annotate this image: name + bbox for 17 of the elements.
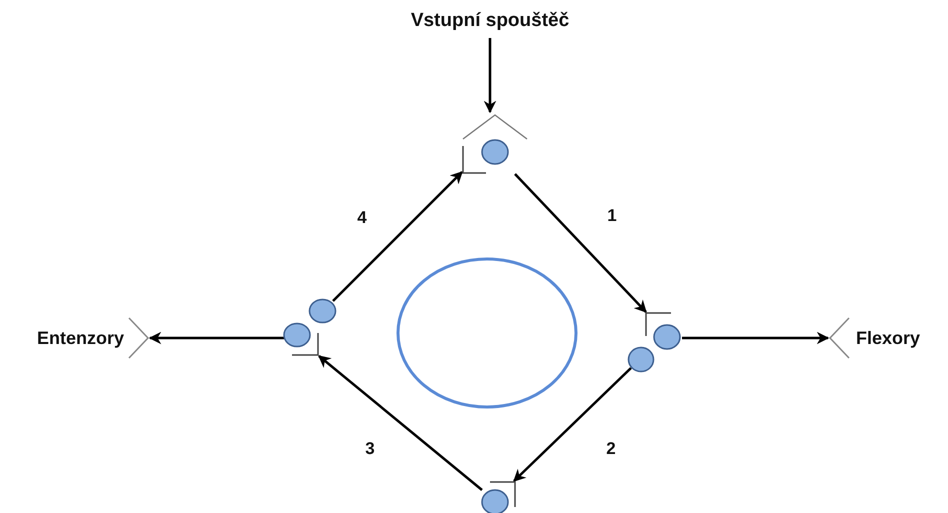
arrow [318,355,483,491]
neuron-symbol [482,481,516,513]
neuron-symbol [462,112,528,174]
node-label: Entenzory [36,328,124,348]
neuron-symbol [309,299,336,323]
arrow [484,38,496,114]
node-label: Vstupní spouštěč [410,10,570,32]
neuron-symbol [628,347,654,372]
arrow [332,171,463,302]
arrow [148,332,284,344]
node-label: Flexory [856,328,920,348]
arrow [513,367,632,482]
arrow [682,332,830,344]
ring [396,257,578,409]
arrow [514,173,647,313]
neuron-symbol [284,323,319,356]
neuron-symbol [645,312,682,350]
